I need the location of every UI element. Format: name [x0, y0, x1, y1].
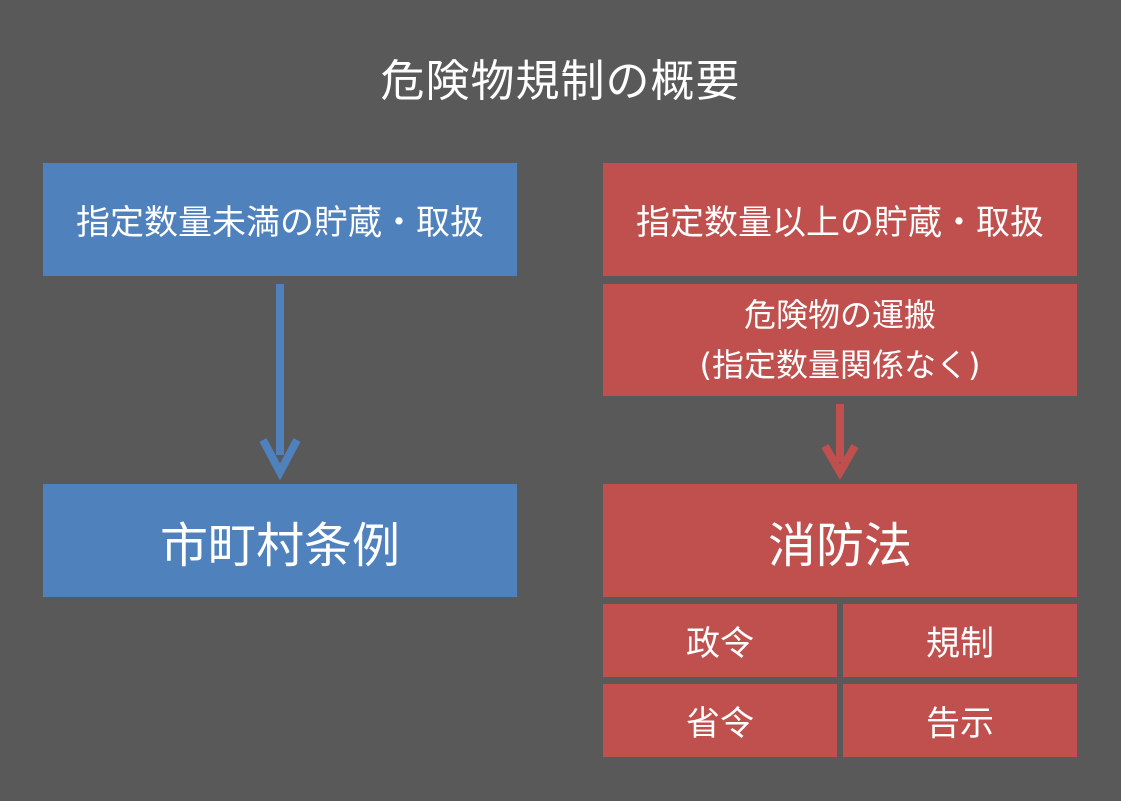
right-arrow [821, 404, 859, 481]
box-cabinet-order: 政令 [603, 604, 837, 677]
box-regulation-label: 規制 [926, 624, 994, 664]
box-notification-label: 告示 [926, 704, 994, 744]
box-municipal-ordinance: 市町村条例 [43, 484, 517, 597]
box-fire-service-act: 消防法 [603, 484, 1077, 597]
box-municipal-ordinance-label: 市町村条例 [159, 517, 400, 574]
box-below-designated-quantity: 指定数量未満の貯蔵・取扱 [43, 163, 517, 276]
box-above-designated-quantity-label: 指定数量以上の貯蔵・取扱 [636, 203, 1044, 243]
box-cabinet-order-label: 政令 [686, 624, 754, 664]
left-arrow [259, 284, 301, 481]
diagram-title: 危険物規制の概要 [380, 56, 741, 107]
box-ministerial-ordinance: 省令 [603, 684, 837, 757]
box-above-designated-quantity: 指定数量以上の貯蔵・取扱 [603, 163, 1077, 276]
box-notification: 告示 [843, 684, 1077, 757]
box-below-designated-quantity-label: 指定数量未満の貯蔵・取扱 [76, 203, 484, 243]
box-fire-service-act-label: 消防法 [767, 517, 912, 574]
box-regulation: 規制 [843, 604, 1077, 677]
box-ministerial-ordinance-label: 省令 [686, 704, 754, 744]
box-transport: 危険物の運搬 (指定数量関係なく) [603, 284, 1077, 396]
box-transport-line1: 危険物の運搬 [743, 296, 936, 334]
box-transport-line2: (指定数量関係なく) [699, 346, 981, 384]
